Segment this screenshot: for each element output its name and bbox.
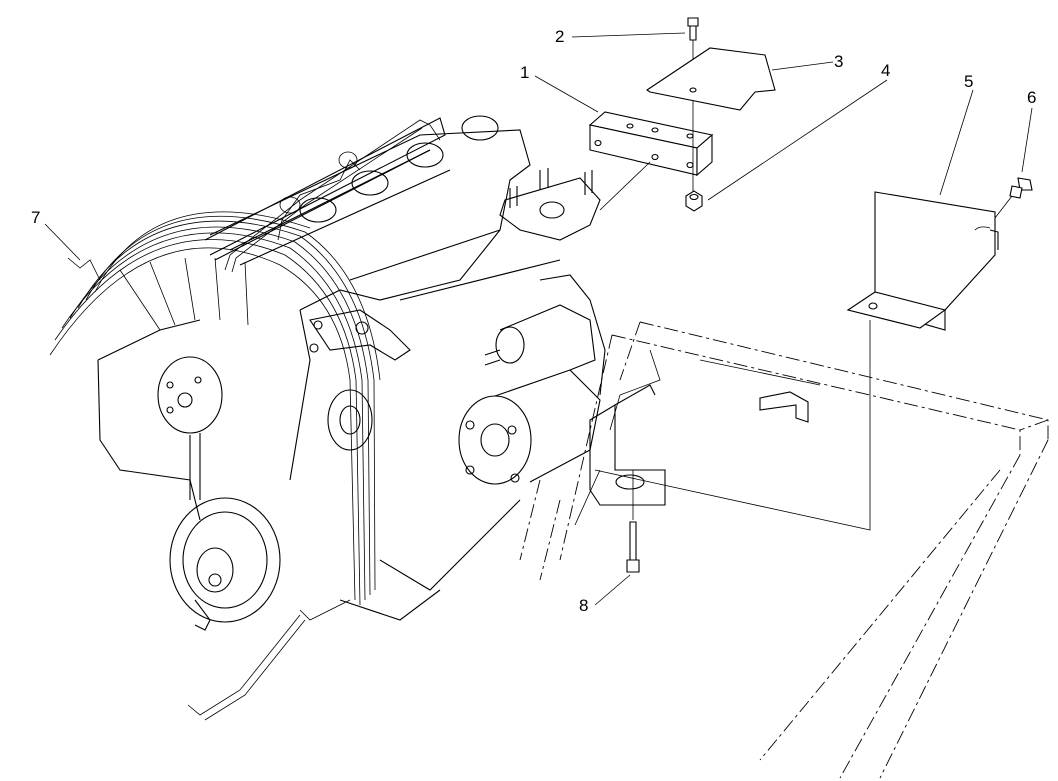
callout-8: 8 (579, 596, 589, 615)
part-1-angle-bracket (588, 111, 714, 211)
callout-3: 3 (834, 52, 844, 71)
callout-2: 2 (555, 27, 565, 46)
frame-outline (519, 321, 1049, 779)
part-4-nut (685, 190, 703, 212)
alternator-pulley (157, 309, 411, 631)
callout-4: 4 (881, 61, 891, 80)
engine-mount-plate (499, 168, 601, 241)
callout-5: 5 (964, 72, 974, 91)
engine-block (97, 115, 561, 621)
part-5-mounting-bracket (594, 191, 999, 531)
starter-motor (458, 274, 606, 485)
part-6-bolt (994, 177, 1033, 219)
callout-6: 6 (1027, 88, 1037, 107)
part-3-cover-plate (646, 47, 776, 111)
leader-lines (44, 32, 1033, 606)
belt-guard (49, 211, 381, 721)
frame-mount-bracket (589, 384, 809, 506)
fuel-lines (224, 119, 441, 273)
callout-1: 1 (520, 63, 530, 82)
callout-7: 7 (31, 208, 41, 227)
part-8-bolt (626, 470, 640, 573)
